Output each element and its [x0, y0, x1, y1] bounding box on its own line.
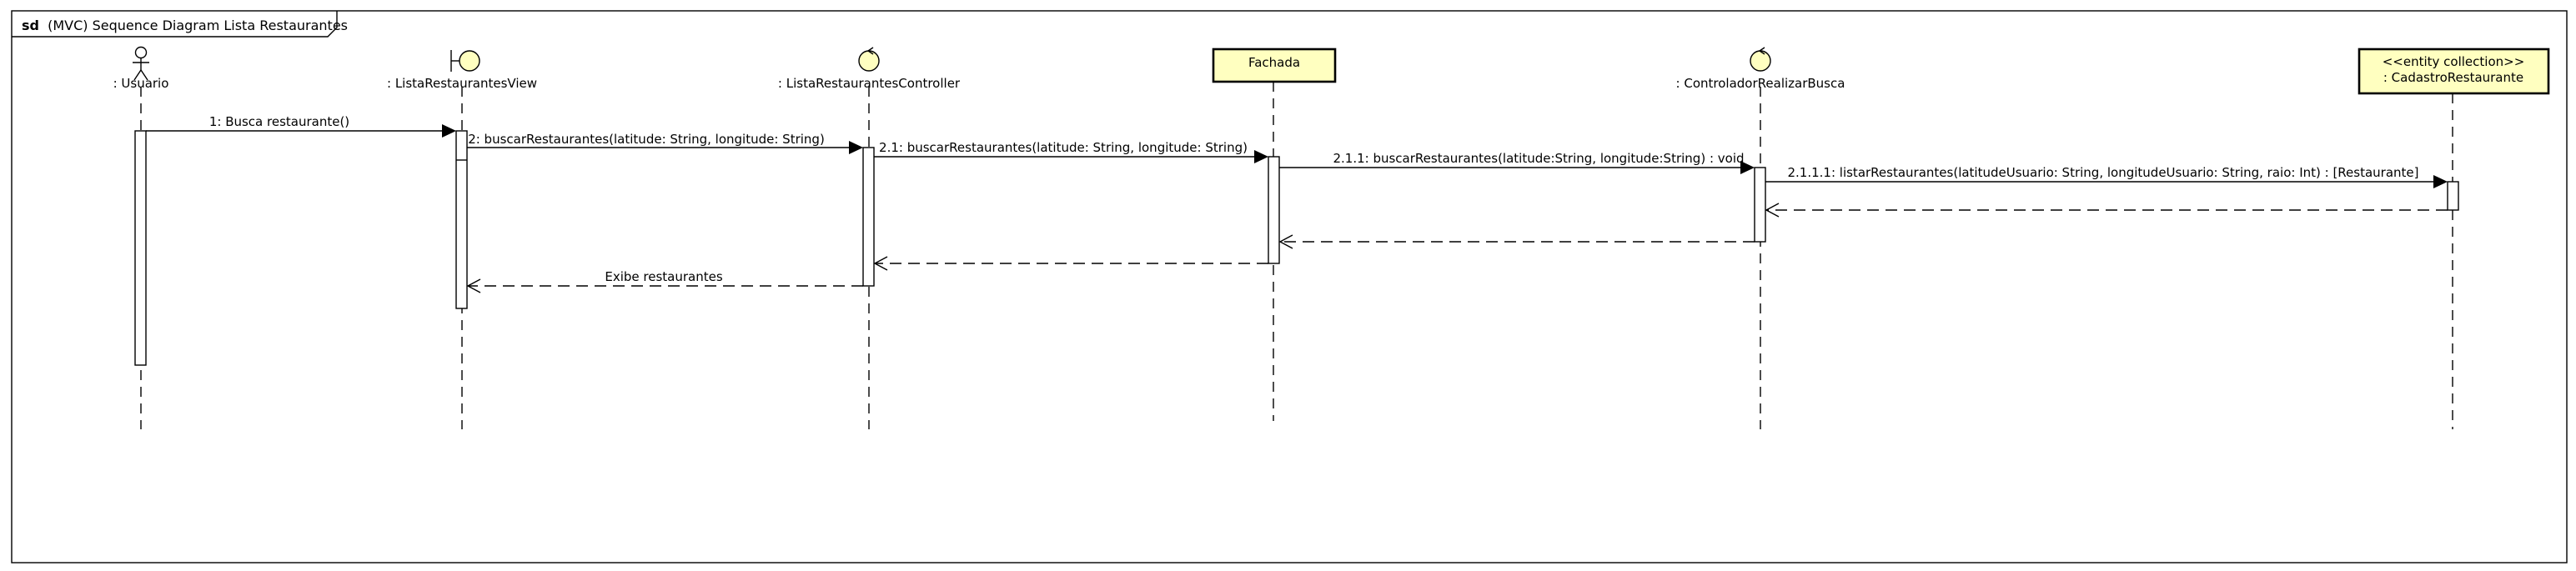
participant-stereotype-cadastro: <<entity collection>>	[2383, 54, 2525, 69]
return-message-4: Exibe restaurantes	[466, 269, 863, 293]
message-2-1-1-1: 2.1.1.1: listarRestaurantes(latitudeUsua…	[1765, 165, 2448, 188]
control-arrow-icon	[1758, 47, 1765, 55]
open-arrowhead-icon	[1278, 234, 1293, 249]
actor-leg-left-icon	[133, 69, 142, 81]
participant-fachada: Fachada	[1212, 48, 1337, 83]
sync-arrowhead-icon	[849, 141, 863, 154]
message-label: 2.1: buscarRestaurantes(latitude: String…	[879, 140, 1248, 155]
activation-cadastro	[2447, 181, 2459, 211]
activation-ctrlbusca	[1754, 167, 1766, 243]
return-label: Exibe restaurantes	[605, 269, 722, 284]
message-label: 2.1.1: buscarRestaurantes(latitude:Strin…	[1333, 151, 1744, 166]
message-2-1-1: 2.1.1: buscarRestaurantes(latitude:Strin…	[1279, 151, 1755, 174]
message-label: 2: buscarRestaurantes(latitude: String, …	[468, 132, 825, 147]
sync-arrowhead-icon	[442, 124, 456, 138]
participant-name-controller: : ListaRestaurantesController	[778, 76, 961, 91]
participant-box-fachada	[1212, 48, 1337, 83]
sync-arrowhead-icon	[1254, 150, 1268, 163]
sync-arrowhead-icon	[2433, 175, 2448, 188]
participant-box-cadastro	[2358, 48, 2550, 95]
control-arrow-icon	[866, 47, 874, 55]
frame-title: sd (MVC) Sequence Diagram Lista Restaura…	[22, 18, 348, 33]
participant-ctrlbusca: : ControladorRealizarBusca	[1676, 47, 1845, 91]
participant-cadastro: <<entity collection>> : CadastroRestaura…	[2358, 48, 2550, 95]
frame-title-tab	[12, 11, 338, 38]
return-message-2	[1278, 234, 1755, 249]
actor-head-icon	[134, 46, 148, 59]
participant-view: : ListaRestaurantesView	[387, 50, 537, 91]
open-arrowhead-icon	[1765, 203, 1780, 218]
message-1: 1: Busca restaurante()	[146, 114, 456, 138]
message-label: 1: Busca restaurante()	[209, 114, 349, 129]
open-arrowhead-icon	[873, 256, 888, 271]
activation-view	[455, 130, 468, 309]
message-2-1: 2.1: buscarRestaurantes(latitude: String…	[874, 140, 1268, 163]
sync-arrowhead-icon	[1740, 161, 1755, 174]
control-circle-icon	[858, 50, 880, 72]
return-message-3	[873, 256, 1268, 271]
activation-fachada	[1268, 156, 1280, 264]
message-2: 2: buscarRestaurantes(latitude: String, …	[467, 132, 863, 154]
participant-name-view: : ListaRestaurantesView	[387, 76, 537, 91]
boundary-circle-icon	[459, 50, 480, 72]
control-circle-icon	[1750, 50, 1771, 72]
return-message-1	[1765, 203, 2448, 218]
actor-leg-right-icon	[140, 69, 148, 81]
participant-controller: : ListaRestaurantesController	[778, 47, 961, 91]
open-arrowhead-icon	[466, 278, 481, 293]
frame-keyword: sd	[22, 18, 39, 33]
activation-usuario	[134, 130, 147, 366]
frame-border	[11, 10, 2568, 563]
participant-name-cadastro: : CadastroRestaurante	[2383, 70, 2523, 85]
participant-name-fachada: Fachada	[1248, 55, 1300, 70]
participant-name-usuario: : Usuario	[113, 76, 169, 91]
frame-title-text: (MVC) Sequence Diagram Lista Restaurante…	[48, 18, 348, 33]
participant-name-ctrlbusca: : ControladorRealizarBusca	[1676, 76, 1845, 91]
actor-usuario: : Usuario	[113, 46, 169, 91]
activation-controller	[862, 147, 875, 287]
message-label: 2.1.1.1: listarRestaurantes(latitudeUsua…	[1787, 165, 2418, 180]
